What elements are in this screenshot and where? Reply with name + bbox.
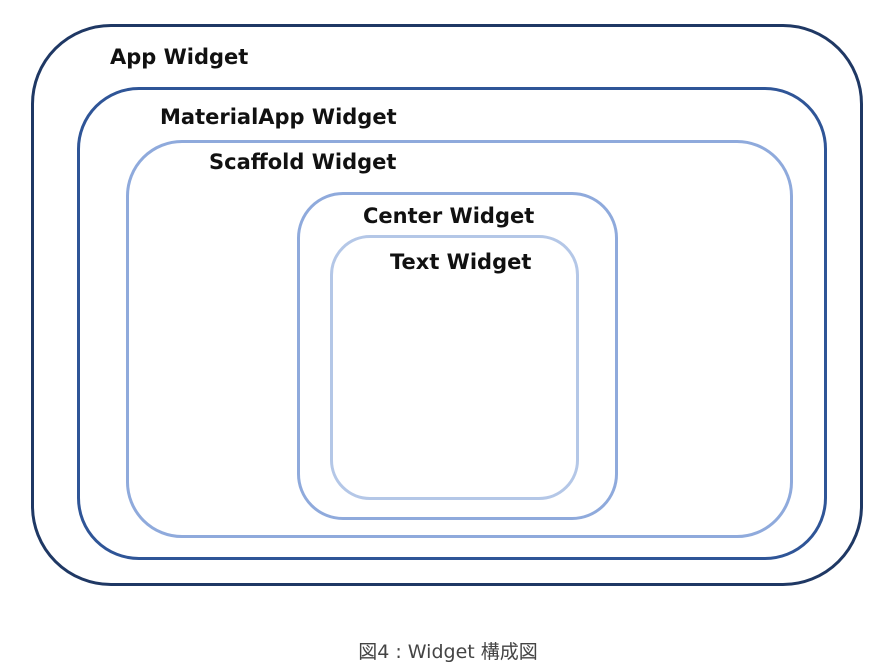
text-widget-label: Text Widget bbox=[390, 250, 532, 274]
materialapp-widget-box bbox=[77, 87, 827, 560]
scaffold-widget-box bbox=[126, 140, 793, 538]
text-widget-box bbox=[330, 235, 579, 500]
app-widget-box bbox=[31, 24, 863, 586]
center-widget-box bbox=[297, 192, 618, 520]
app-widget-label: App Widget bbox=[110, 45, 249, 69]
materialapp-widget-label: MaterialApp Widget bbox=[160, 105, 397, 129]
figure-caption: 図4 : Widget 構成図 bbox=[358, 641, 538, 663]
center-widget-label: Center Widget bbox=[363, 204, 535, 228]
scaffold-widget-label: Scaffold Widget bbox=[209, 150, 397, 174]
